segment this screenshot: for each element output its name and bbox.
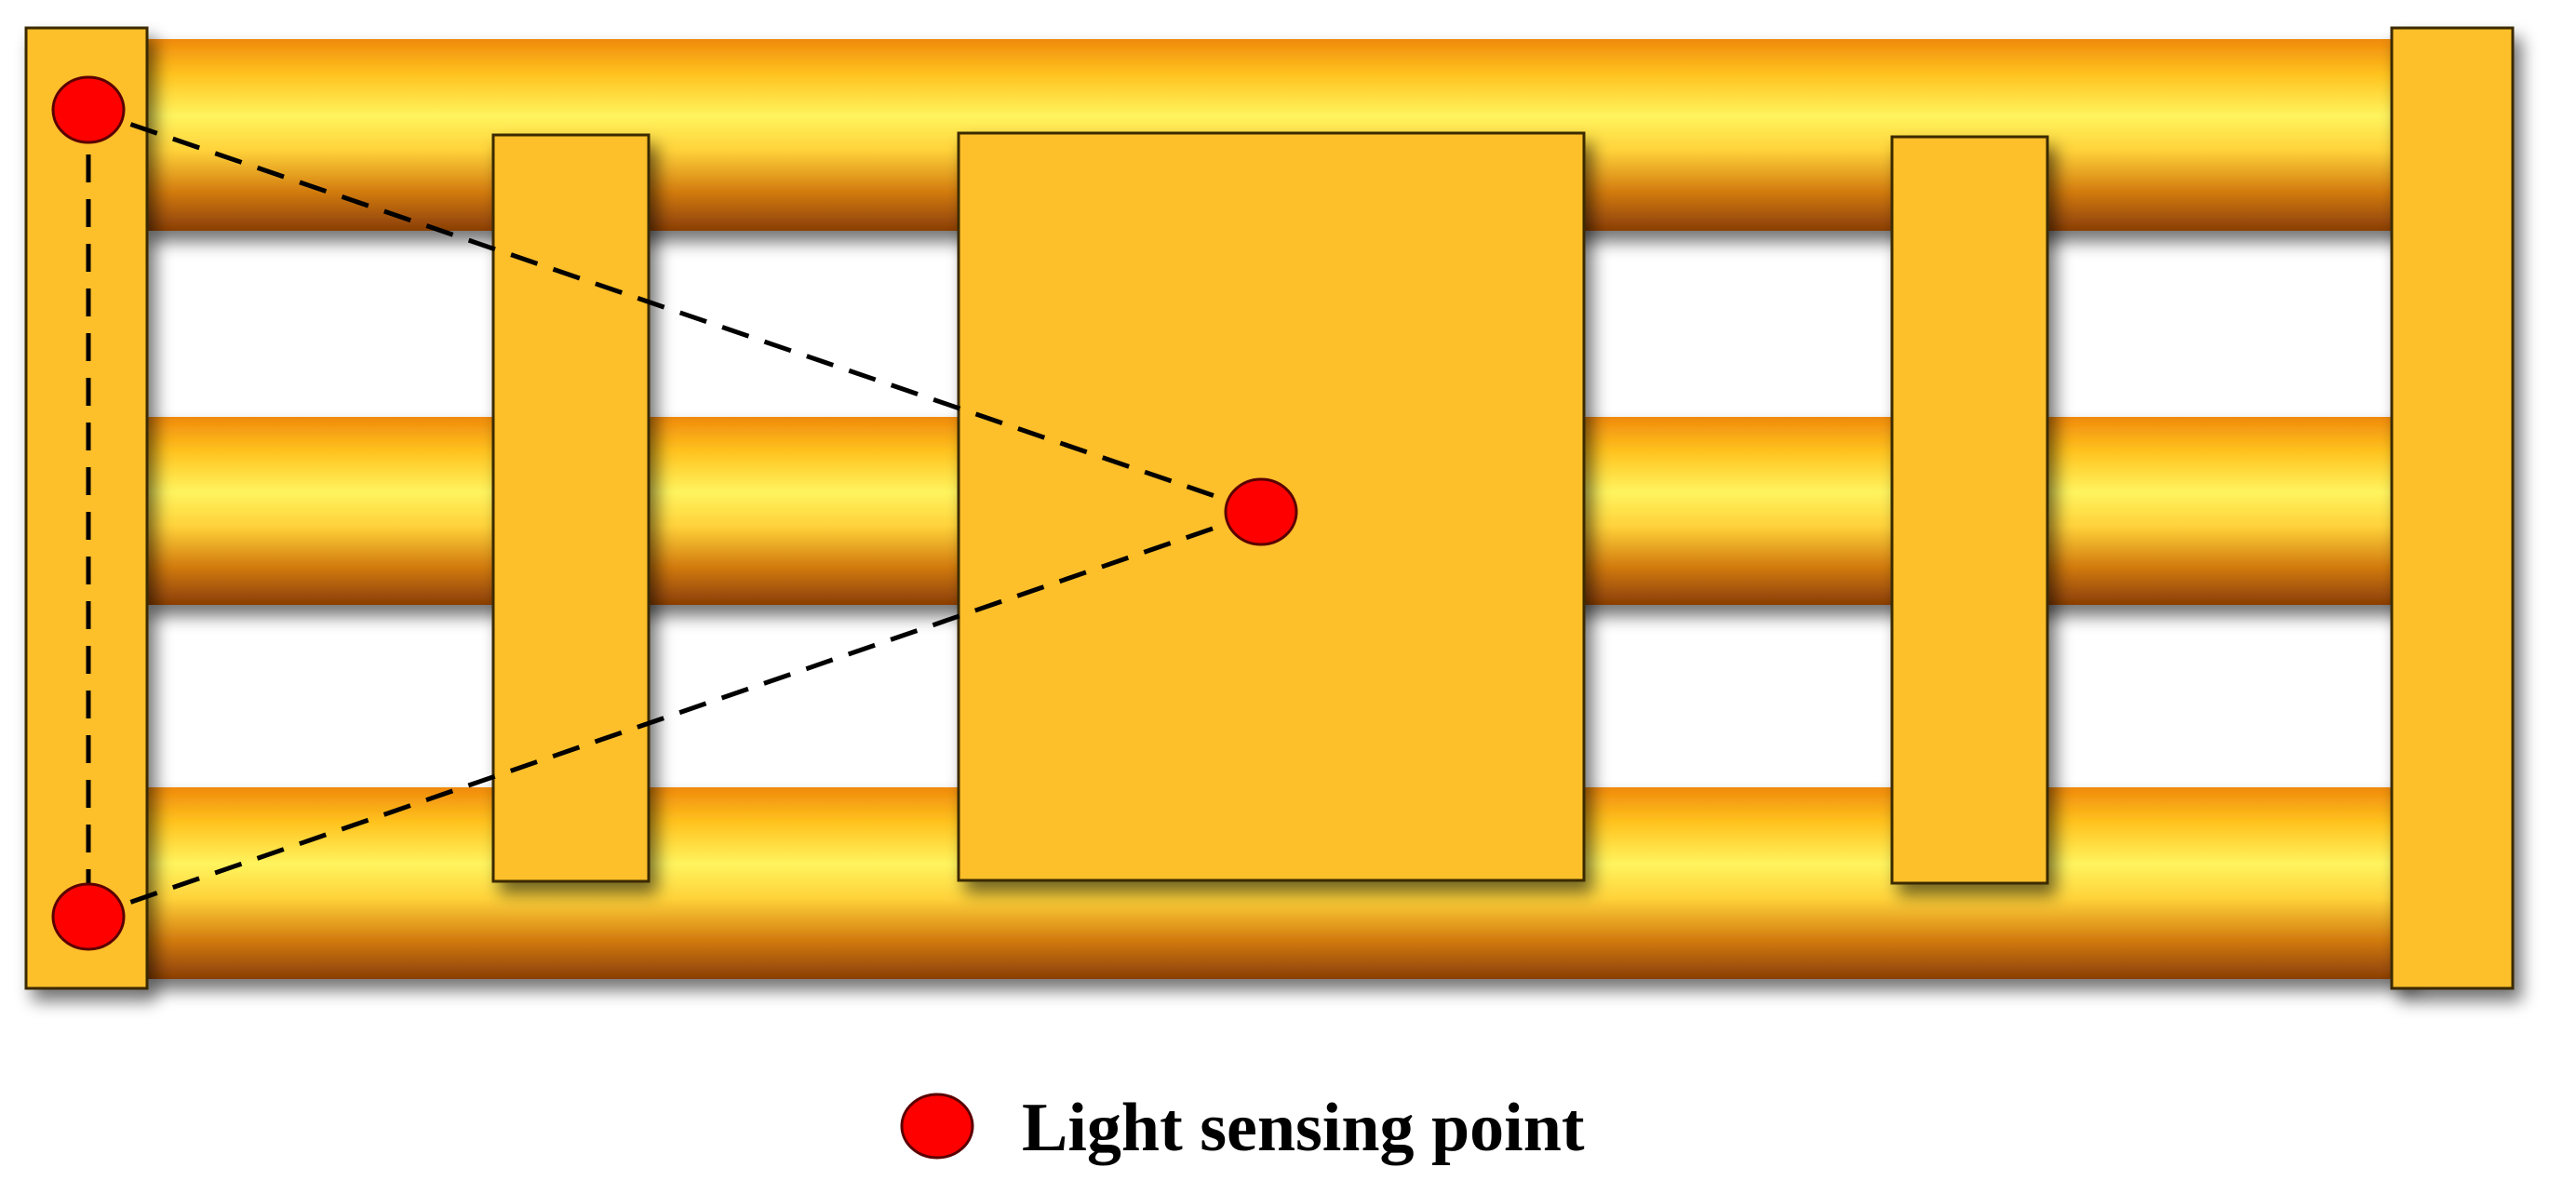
sensing-points bbox=[51, 75, 1298, 951]
dashed-line-top-to-center bbox=[87, 107, 1262, 515]
legend-sensor-icon bbox=[900, 1093, 974, 1160]
sensor-point-bottom-left bbox=[51, 882, 126, 951]
dashed-line-bottom-to-center bbox=[87, 509, 1262, 919]
sensing-lines bbox=[86, 107, 1262, 919]
legend-label: Light sensing point bbox=[1022, 1090, 1585, 1166]
right-inner-plate bbox=[1890, 135, 2049, 885]
right-end-plate bbox=[2390, 26, 2515, 990]
legend: Light sensing point bbox=[900, 1090, 1585, 1166]
plates bbox=[24, 26, 2515, 990]
sensor-point-center bbox=[1224, 477, 1298, 546]
sensor-point-top-left bbox=[51, 75, 126, 144]
